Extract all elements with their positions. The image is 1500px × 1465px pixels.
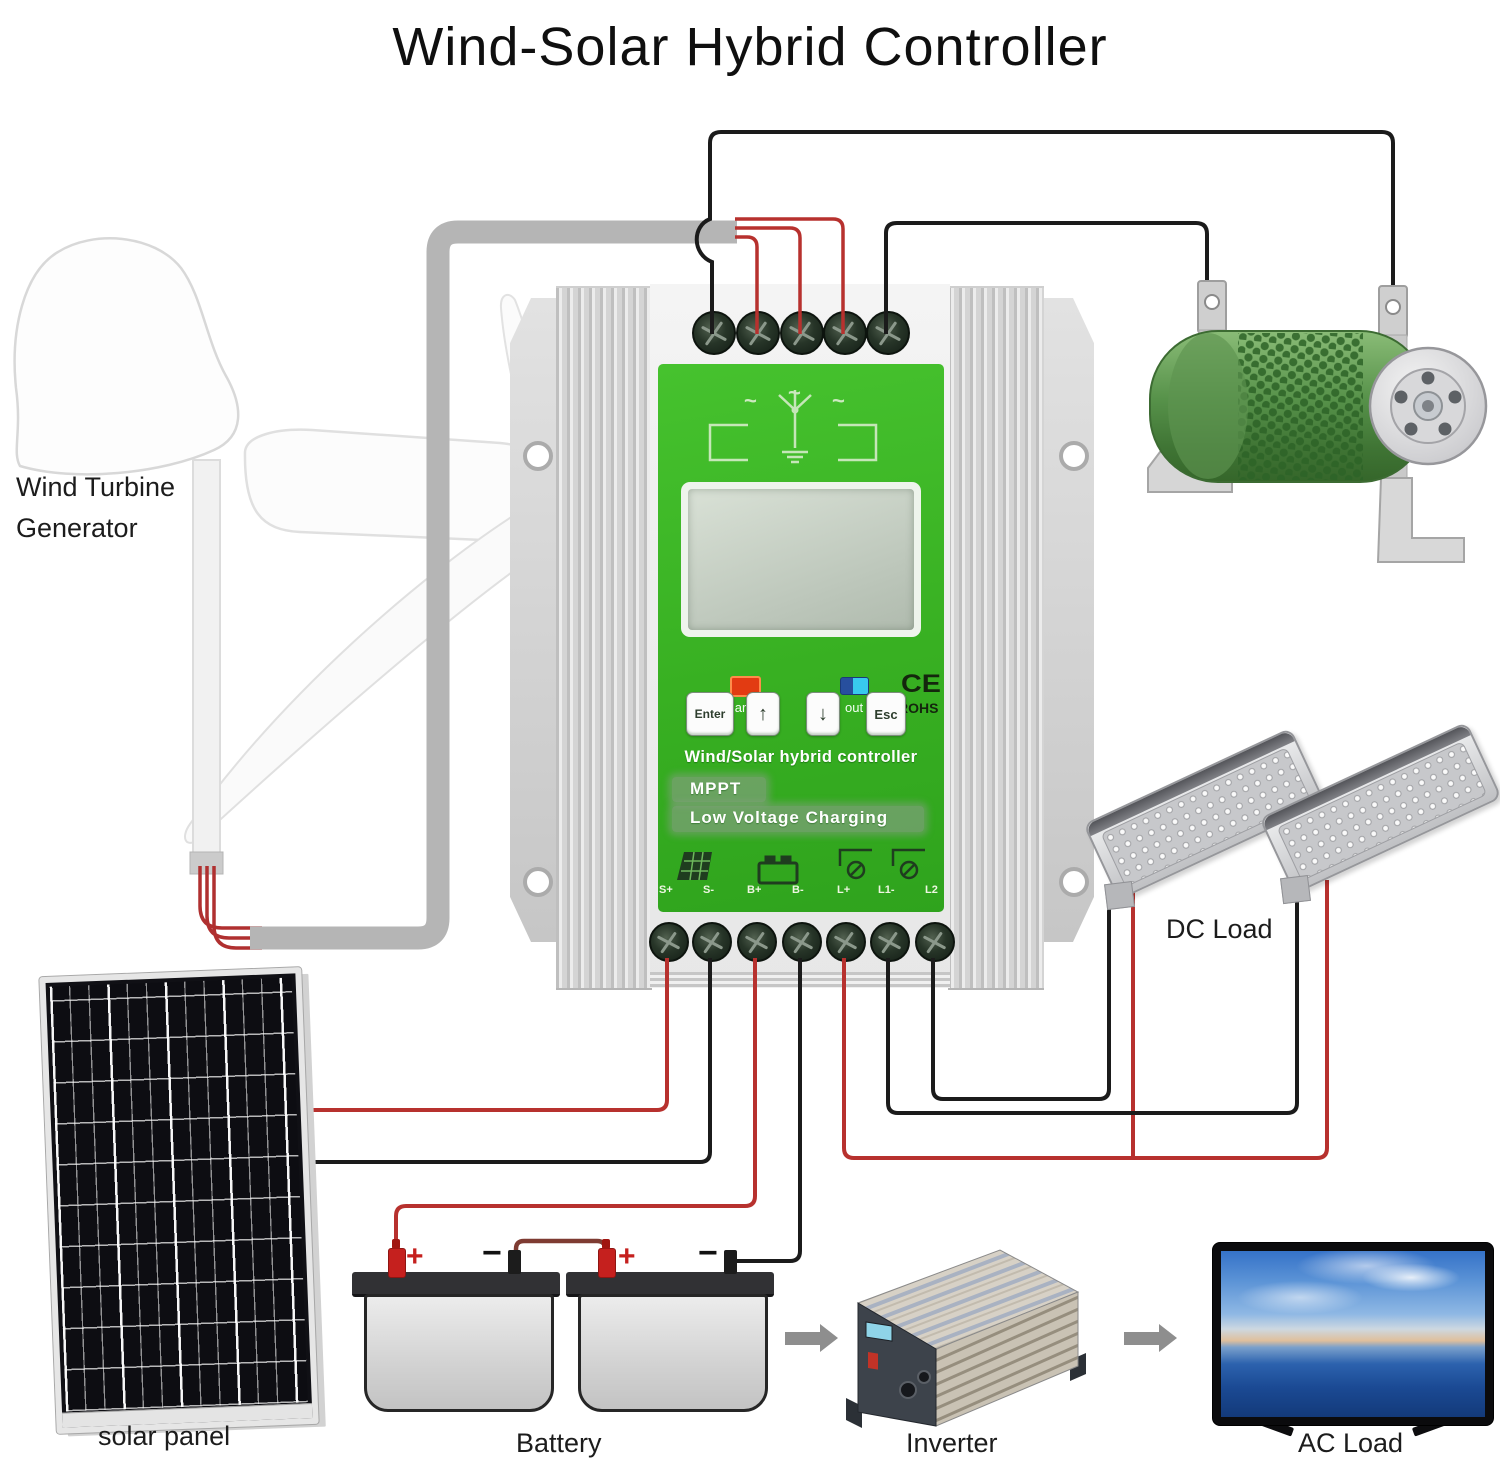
inverter-unit (846, 1249, 1086, 1428)
inverter-outlet-icon (899, 1381, 917, 1399)
mount-hole-icon (523, 441, 553, 471)
mount-hole-icon (1059, 441, 1089, 471)
wind-terminal-1 (692, 311, 736, 355)
terminal-label-l1: L1- (878, 884, 895, 896)
enter-button: Enter (686, 692, 734, 736)
ac-load-label: AC Load (1298, 1428, 1404, 1458)
battery-1-minus-sign: − (482, 1234, 502, 1272)
rohs-mark: ROHS (898, 700, 939, 716)
product-name: Wind/Solar hybrid controller (684, 748, 918, 766)
mount-hole-icon (523, 867, 553, 897)
resistor-end-disc (1368, 346, 1488, 466)
controller-lcd (681, 482, 921, 637)
inverter-outlet-icon (917, 1370, 931, 1384)
terminal-label-l-plus: L+ (837, 884, 851, 896)
turbine-blade-down (184, 512, 545, 844)
lvc-badge: Low Voltage Charging (690, 808, 889, 827)
controller-right-flange (1044, 298, 1094, 942)
battery-1-negative-post (508, 1250, 521, 1274)
arrow-up-icon: ↑ (746, 692, 780, 736)
solar-panel-label: solar panel (98, 1421, 231, 1451)
mppt-badge: MPPT (690, 779, 742, 798)
terminal-label-l2: L2 (925, 884, 938, 896)
battery-2-negative-post (724, 1250, 737, 1274)
load2-minus-terminal (915, 922, 955, 962)
dump-terminal-1 (823, 311, 867, 355)
out-led-label: out (845, 700, 864, 715)
controller-heatsink-left (556, 286, 652, 990)
battery-label: Battery (516, 1428, 602, 1458)
battery-2-minus-sign: − (698, 1234, 718, 1272)
resistor-left-tab (1197, 280, 1227, 334)
load1-minus-terminal (870, 922, 910, 962)
wind-terminal-2 (736, 311, 780, 355)
battery-1-positive-clamp (388, 1239, 406, 1278)
ac-load-tv (1212, 1242, 1494, 1426)
lcd-screen (688, 489, 914, 630)
terminal-label-s-minus: S- (703, 884, 714, 896)
inverter-side (935, 1291, 1079, 1427)
resistor-left-foot (1147, 451, 1233, 493)
wire-battery-negative (732, 958, 802, 1263)
flow-arrow-icon (1124, 1324, 1177, 1352)
battery-2-plus-sign: + (618, 1240, 636, 1273)
inverter-top (856, 1249, 1080, 1350)
dump-terminal-2 (866, 311, 910, 355)
wire-battery-positive (394, 958, 757, 1256)
tv-screen (1221, 1251, 1485, 1417)
resistor-right-tab (1378, 285, 1408, 339)
dump-load-resistor (1147, 280, 1488, 563)
solar-plus-terminal (649, 922, 689, 962)
inverter-label: Inverter (906, 1428, 998, 1458)
controller-heatsink-right (948, 286, 1044, 990)
terminal-label-b-minus: B- (792, 884, 804, 896)
terminal-label-s-plus: S+ (659, 884, 673, 896)
lamp-mount-bracket (1280, 874, 1311, 905)
controller-left-flange (510, 298, 560, 942)
controller-bottom-ribs (650, 972, 950, 988)
solar-panel (38, 966, 320, 1435)
solar-minus-terminal (692, 922, 732, 962)
lamp-mount-bracket (1104, 880, 1135, 911)
arrow-down-icon: ↓ (806, 692, 840, 736)
resistor-right-foot (1376, 477, 1465, 563)
dc-load-label: DC Load (1166, 914, 1273, 944)
turbine-pole (192, 459, 221, 857)
inverter-front (857, 1302, 937, 1427)
esc-button: Esc (866, 692, 906, 736)
resistor-coil-texture (1238, 333, 1363, 480)
flow-arrow-icon (785, 1324, 838, 1352)
inverter-display (865, 1321, 893, 1342)
inverter-switch (868, 1352, 878, 1370)
turbine-pole-cap (189, 851, 224, 875)
solar-cells (49, 977, 308, 1412)
turbine-tail-fin (13, 237, 240, 476)
wind-turbine-label-1: Wind Turbine (16, 472, 176, 502)
wire-battery-jumper (513, 1238, 608, 1255)
wind-terminal-3 (780, 311, 824, 355)
out-led-icon (840, 677, 869, 695)
battery-1-body (364, 1294, 554, 1412)
battery-2-positive-clamp (598, 1239, 616, 1278)
mount-hole-icon (1059, 867, 1089, 897)
battery-2-body (578, 1294, 768, 1412)
load-plus-terminal (826, 922, 866, 962)
ce-mark: CE (901, 670, 941, 698)
page-title: Wind-Solar Hybrid Controller (392, 17, 1108, 77)
battery-plus-terminal (737, 922, 777, 962)
wind-turbine-label-2: Generator (16, 513, 138, 543)
turbine-phase-wires (198, 866, 262, 950)
battery-minus-terminal (782, 922, 822, 962)
resistor-body (1149, 330, 1429, 483)
battery-1-plus-sign: + (406, 1240, 424, 1273)
terminal-label-b-plus: B+ (747, 884, 762, 896)
